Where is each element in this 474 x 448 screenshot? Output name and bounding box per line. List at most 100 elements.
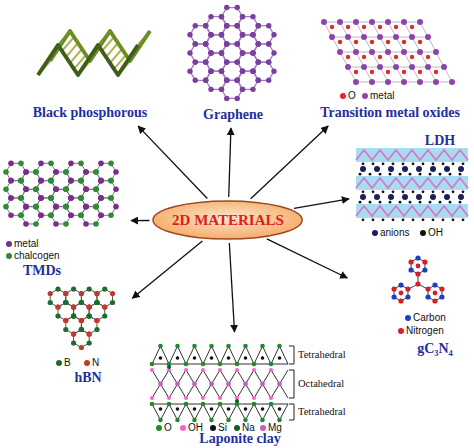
atom-dot — [33, 187, 39, 193]
anion-dot — [402, 194, 408, 200]
octahedron-line — [186, 370, 203, 398]
carbon-atom — [256, 41, 261, 46]
oxygen-atom — [346, 55, 350, 59]
metal-atom — [337, 49, 343, 55]
hydroxyl-dot — [392, 162, 395, 165]
carbon-atom — [256, 23, 261, 28]
octahedron-line — [152, 370, 169, 398]
carbon-atom — [208, 68, 213, 73]
atom-dot — [48, 213, 54, 219]
carbon-atom — [240, 68, 245, 73]
anion-dot — [458, 166, 464, 172]
anion-dot — [388, 194, 394, 200]
metal-atom — [353, 49, 359, 55]
carbon-atom — [266, 78, 271, 83]
legend-swatch — [56, 360, 62, 366]
magnesium-dot — [277, 382, 282, 387]
atom-dot — [79, 300, 84, 305]
arrow-connector — [267, 239, 347, 278]
hydroxyl-dot — [392, 218, 395, 221]
atom-dot — [33, 187, 39, 193]
atom-dot — [113, 204, 119, 210]
silicon-dot — [176, 356, 180, 360]
carbon-atom — [250, 14, 255, 19]
hydroxyl-dot — [429, 173, 432, 176]
atom-dot — [415, 255, 420, 260]
atom-dot — [98, 178, 104, 184]
oxygen-atom — [410, 55, 414, 59]
legend-text: Carbon — [413, 312, 446, 323]
oxygen-dot — [269, 402, 274, 407]
octahedron-line — [152, 370, 169, 398]
atom-dot — [98, 195, 104, 201]
carbon-atom — [256, 59, 261, 64]
atom-dot — [408, 267, 413, 272]
carbon-atom — [224, 41, 229, 46]
hydroxyl-dot — [184, 368, 188, 372]
arrow-connector — [132, 241, 202, 298]
hydroxyl-dot — [452, 218, 455, 221]
atom-dot — [102, 304, 107, 309]
atom-dot — [53, 187, 59, 193]
atom-dot — [87, 331, 92, 336]
ldh-layers — [356, 148, 468, 221]
legend-swatch — [260, 425, 266, 431]
carbon-atom — [240, 32, 245, 37]
metal-atom — [345, 64, 351, 70]
carbon-atom — [256, 78, 261, 83]
hydroxyl-dot — [167, 396, 171, 400]
legend-text: O — [164, 422, 172, 433]
carbon-atom — [235, 41, 240, 46]
atom-dot — [79, 327, 84, 332]
magnesium-dot — [158, 382, 163, 387]
carbon-atom — [250, 50, 255, 55]
metal-atom — [369, 49, 375, 55]
legend-item: OH — [420, 227, 443, 238]
octahedron-line — [254, 370, 271, 398]
arrow-connector — [251, 126, 328, 199]
hbn-lattice — [48, 286, 116, 350]
atom-dot — [87, 313, 92, 318]
tetrahedron-line — [203, 346, 220, 364]
atom-dot — [113, 187, 119, 193]
atom-dot — [439, 294, 444, 299]
atom-dot — [79, 327, 84, 332]
legend-item: anions — [372, 227, 409, 238]
anion-dot — [374, 166, 380, 172]
atom-dot — [79, 300, 84, 305]
hydroxyl-dot — [359, 201, 362, 204]
atom-dot — [422, 267, 427, 272]
anion-dot — [360, 166, 366, 172]
oxygen-dot — [243, 418, 248, 423]
atom-dot — [53, 187, 59, 193]
oxygen-dot — [201, 402, 206, 407]
atom-dot — [68, 213, 74, 219]
atom-dot — [23, 204, 29, 210]
legend-swatch — [362, 93, 368, 99]
atom-dot — [8, 161, 14, 167]
metal-atom — [345, 34, 351, 40]
oxygen-dot — [175, 418, 180, 423]
oxygen-dot — [218, 362, 223, 367]
carbon-atom — [203, 59, 208, 64]
oxygen-atom — [370, 70, 374, 74]
carbon-atom — [219, 50, 224, 55]
atom-dot — [63, 291, 68, 296]
arrow-connector — [229, 128, 231, 197]
atom-dot — [53, 187, 59, 193]
carbon-atom — [224, 59, 229, 64]
atom-dot — [33, 204, 39, 210]
atom-dot — [8, 178, 14, 184]
oxygen-atom — [354, 70, 358, 74]
legend-text: Si — [218, 422, 227, 433]
carbon-atom — [250, 50, 255, 55]
atom-dot — [18, 161, 24, 167]
atom-dot — [55, 286, 60, 291]
silicon-dot — [193, 356, 197, 360]
atom-dot — [53, 204, 59, 210]
atom-dot — [98, 213, 104, 219]
carbon-atom — [224, 41, 229, 46]
oxygen-atom — [370, 40, 374, 44]
atom-dot — [102, 304, 107, 309]
